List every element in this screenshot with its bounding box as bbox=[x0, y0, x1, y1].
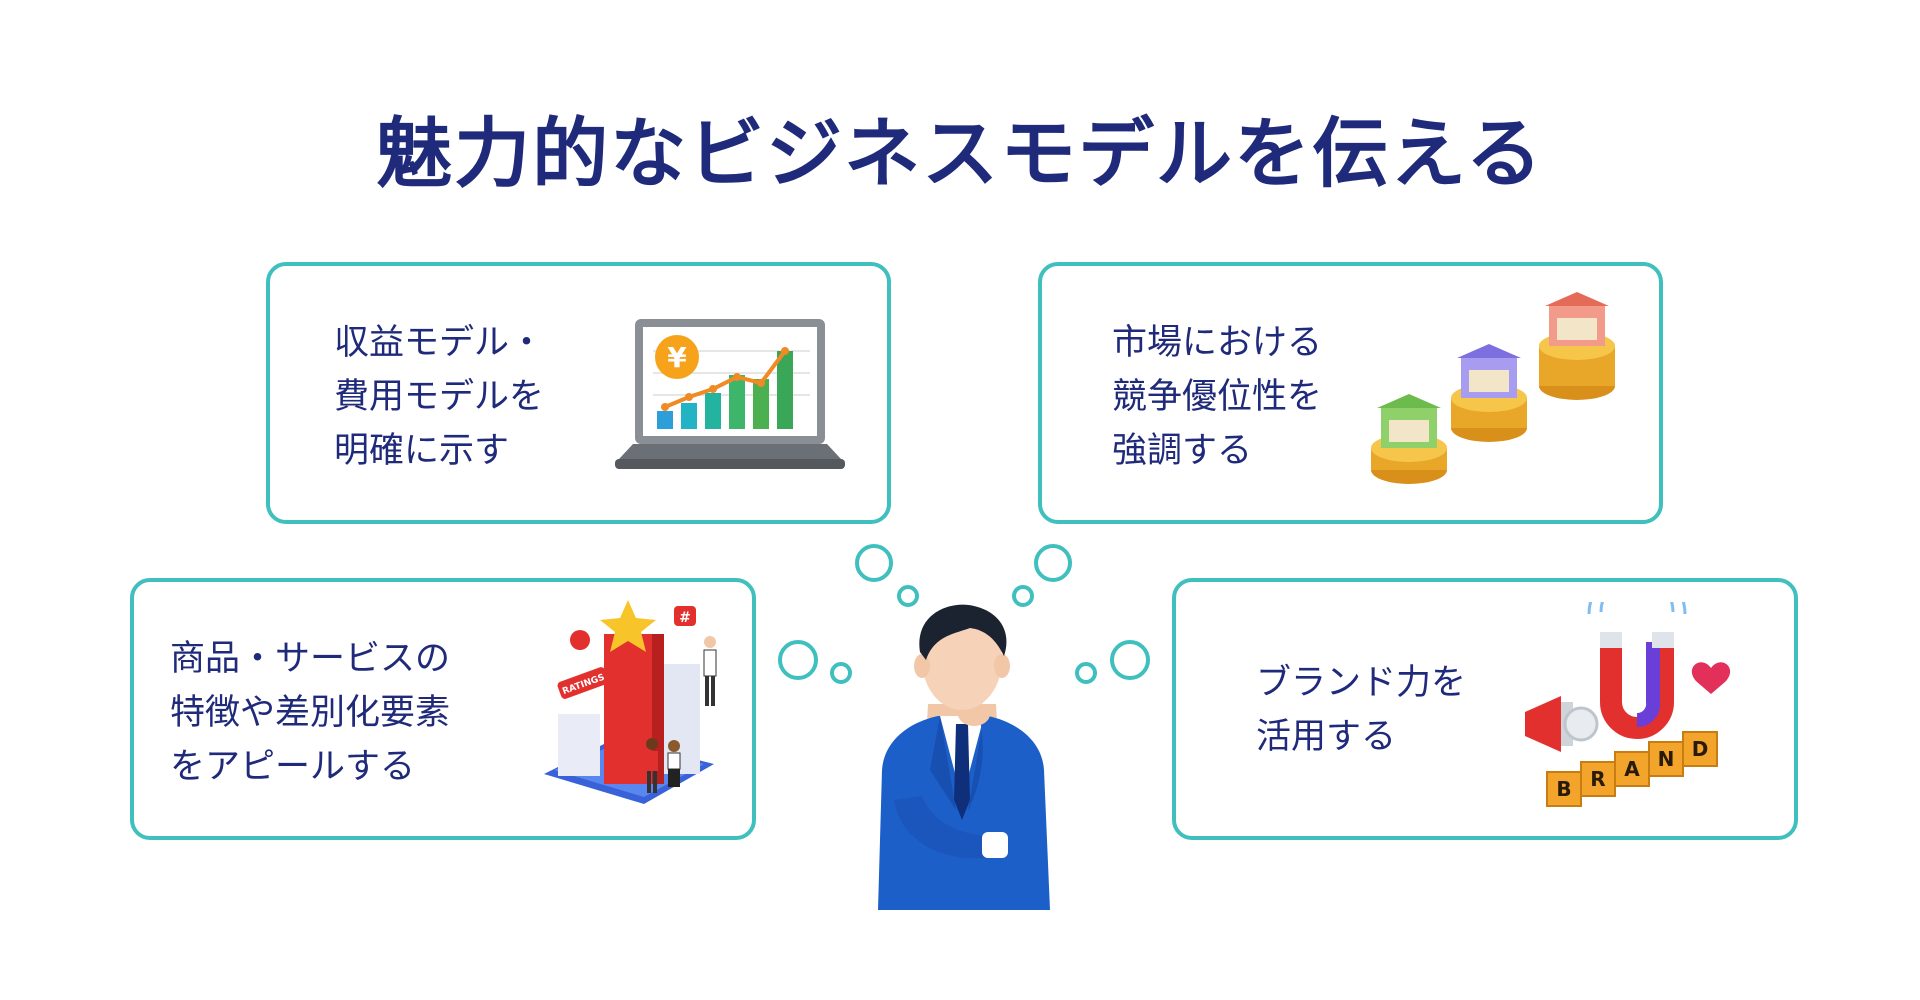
ratings-podium-icon: # RATINGS bbox=[544, 600, 717, 804]
thought-bubble bbox=[1075, 662, 1097, 684]
card-appeal-text: 商品・サービスの 特徴や差別化要素 をアピールする bbox=[170, 632, 450, 794]
card-competitive-advantage: 市場における 競争優位性を 強調する bbox=[1038, 262, 1663, 524]
thought-bubble bbox=[1034, 544, 1072, 582]
card-revenue-line-2: 費用モデルを bbox=[334, 377, 545, 417]
card-appeal-line-2: 特徴や差別化要素 bbox=[170, 693, 451, 733]
thought-bubble bbox=[778, 640, 818, 680]
yen-symbol: ¥ bbox=[667, 341, 687, 374]
card-appeal-line-1: 商品・サービスの bbox=[170, 639, 451, 679]
card-revenue-text: 収益モデル・ 費用モデルを 明確に示す bbox=[334, 316, 544, 478]
thought-bubble bbox=[1012, 585, 1034, 607]
card-competitive-line-2: 競争優位性を bbox=[1112, 377, 1323, 417]
card-competitive-line-3: 強調する bbox=[1112, 431, 1253, 471]
brand-block-r: R bbox=[1590, 767, 1605, 791]
thought-bubble bbox=[1110, 640, 1150, 680]
hash-badge: # bbox=[679, 610, 691, 626]
card-product-appeal: 商品・サービスの 特徴や差別化要素 をアピールする # RATINGS bbox=[130, 578, 756, 840]
card-revenue-line-3: 明確に示す bbox=[334, 431, 510, 471]
card-revenue-line-1: 収益モデル・ bbox=[334, 323, 545, 363]
brand-block-a: A bbox=[1624, 757, 1640, 781]
brand-block-d: D bbox=[1692, 737, 1709, 761]
card-brand-power: ブランド力を 活用する B R A N D bbox=[1172, 578, 1798, 840]
brand-block-b: B bbox=[1556, 777, 1571, 801]
card-competitive-line-1: 市場における bbox=[1112, 323, 1323, 363]
brand-magnet-icon: B R A N D bbox=[1525, 602, 1731, 807]
card-brand-line-1: ブランド力を bbox=[1256, 663, 1467, 703]
store-coin-stacks-icon bbox=[1371, 292, 1615, 484]
thought-bubble bbox=[897, 585, 919, 607]
card-brand-line-2: 活用する bbox=[1256, 717, 1397, 757]
card-competitive-text: 市場における 競争優位性を 強調する bbox=[1112, 316, 1322, 478]
page-title: 魅力的なビジネスモデルを伝える bbox=[376, 109, 1544, 198]
thought-bubble bbox=[830, 662, 852, 684]
card-revenue-cost-model: 収益モデル・ 費用モデルを 明確に示す ¥ bbox=[266, 262, 891, 524]
thinking-businessman-illustration bbox=[878, 604, 1050, 910]
laptop-chart-icon: ¥ bbox=[615, 319, 845, 469]
brand-block-n: N bbox=[1658, 747, 1675, 771]
thought-bubble bbox=[855, 544, 893, 582]
card-appeal-line-3: をアピールする bbox=[170, 747, 416, 787]
card-brand-text: ブランド力を 活用する bbox=[1256, 656, 1466, 764]
